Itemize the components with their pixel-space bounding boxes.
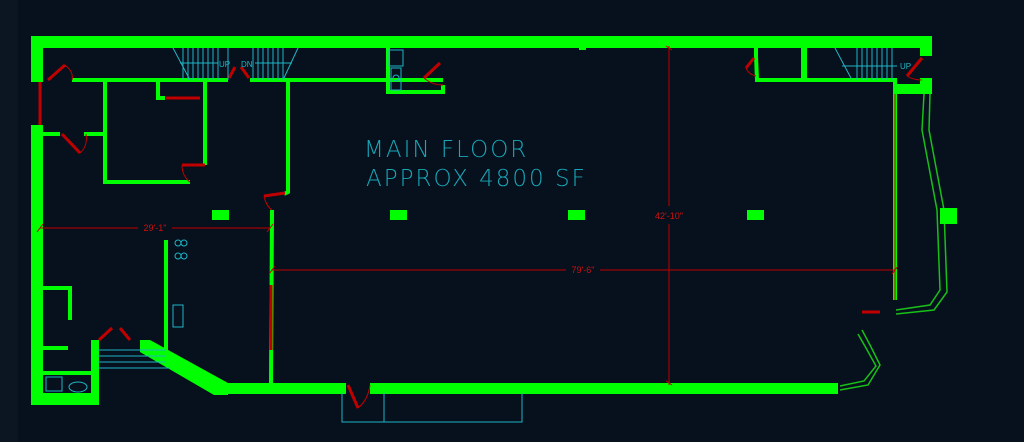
dimension-width-main: 79'-6" xyxy=(572,265,595,275)
column xyxy=(940,208,957,224)
stair-label-up: UP xyxy=(219,60,230,69)
floor-area: APPROX 4800 SF xyxy=(366,166,587,192)
interior-walls xyxy=(43,48,897,384)
columns xyxy=(212,46,957,224)
exterior-walls xyxy=(31,36,932,405)
dimensions: 29'-1" 79'-6" 42'-10" xyxy=(36,45,899,386)
column xyxy=(568,210,585,220)
dimension-width-left: 29'-1" xyxy=(144,223,167,233)
column xyxy=(212,210,229,220)
column xyxy=(747,210,764,220)
stairs: UP DN UP xyxy=(45,47,911,423)
stair-label-up-right: UP xyxy=(900,62,911,71)
dimension-depth: 42'-10" xyxy=(655,211,683,221)
storefront-glass xyxy=(839,93,948,391)
stair-label-down: DN xyxy=(241,60,253,69)
column xyxy=(390,210,407,220)
floor-title: MAIN FLOOR xyxy=(364,137,528,163)
column xyxy=(579,46,586,50)
doors xyxy=(38,57,924,409)
